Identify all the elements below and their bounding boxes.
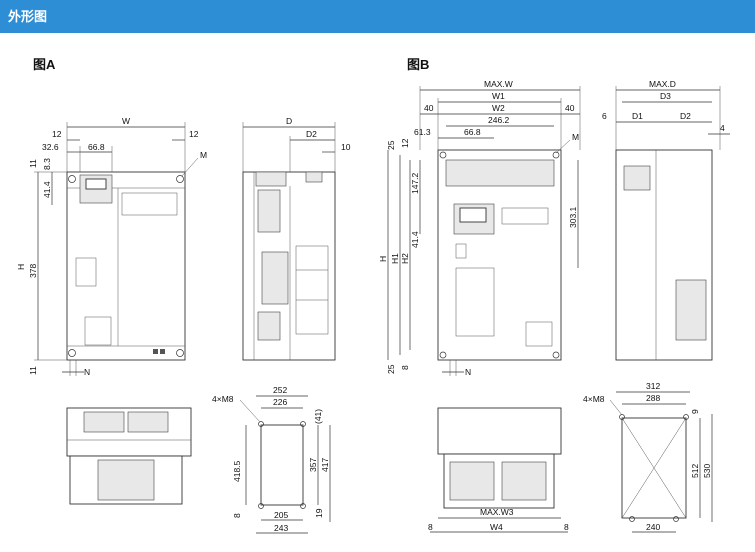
a-dim-h: H (16, 264, 26, 270)
a-mount-205: 205 (274, 510, 288, 520)
figure-a-label: 图A (33, 57, 56, 72)
b-mount-m8: 4×M8 (583, 394, 605, 404)
figure-a-bottom-view (66, 407, 192, 505)
a-mount-226: 226 (273, 397, 287, 407)
figure-b-side-view: MAX.D D3 6 D1 D2 4 (602, 79, 730, 361)
b-dim-8-right: 8 (564, 522, 569, 532)
b-dim-n: N (465, 367, 471, 377)
b-dim-25-bottom: 25 (386, 364, 396, 374)
b-dim-303-1: 303.1 (568, 206, 578, 228)
figure-b-bottom-view: MAX.W3 8 W4 8 (428, 407, 569, 533)
a-dim-66-8: 66.8 (88, 142, 105, 152)
a-mount-418-5: 418.5 (232, 460, 242, 482)
a-dim-m: M (200, 150, 207, 160)
b-dim-d2: D2 (680, 111, 691, 121)
a-side-body (242, 171, 336, 361)
a-mount-m8: 4×M8 (212, 394, 234, 404)
b-dim-m: M (572, 132, 579, 142)
b-dim-40-left: 40 (424, 103, 434, 113)
a-dim-12-right: 12 (189, 129, 199, 139)
a-dim-w: W (122, 116, 130, 126)
a-dim-12-left: 12 (52, 129, 62, 139)
b-dim-147-2: 147.2 (410, 172, 420, 194)
figure-a-mounting: 4×M8 252 226 (41) 418.5 357 417 8 205 24… (212, 385, 331, 534)
b-mount-512: 512 (690, 464, 700, 478)
b-dim-max-d: MAX.D (649, 79, 676, 89)
b-dim-d1: D1 (632, 111, 643, 121)
b-dim-w4: W4 (490, 522, 503, 532)
a-mount-357: 357 (308, 458, 318, 472)
b-mount-530: 530 (702, 464, 712, 478)
b-mount-9: 9 (690, 409, 700, 414)
a-mount-41: (41) (313, 409, 323, 424)
b-dim-8: 8 (400, 365, 410, 370)
b-dim-61-3: 61.3 (414, 127, 431, 137)
b-dim-w1: W1 (492, 91, 505, 101)
b-dim-12: 12 (400, 138, 410, 148)
a-mount-417: 417 (320, 458, 330, 472)
figure-a-side-view: D D2 10 (242, 116, 351, 361)
a-mount-19: 19 (314, 508, 324, 518)
b-dim-66-8: 66.8 (464, 127, 481, 137)
a-dim-41-4: 41.4 (42, 181, 52, 198)
outline-drawing: W 12 12 32.6 66.8 M H 378 11 8.3 41.4 11… (16, 79, 730, 534)
b-dim-h: H (378, 256, 388, 262)
figure-b-label: 图B (407, 57, 430, 72)
b-dim-d3: D3 (660, 91, 671, 101)
b-mount-240: 240 (646, 522, 660, 532)
b-dim-40-right: 40 (565, 103, 575, 113)
a-dim-11-top: 11 (28, 159, 38, 168)
a-dim-32-6: 32.6 (42, 142, 59, 152)
b-dim-25-top: 25 (386, 140, 396, 150)
b-dim-h2: H2 (400, 253, 410, 264)
b-dim-max-w: MAX.W (484, 79, 513, 89)
figure-b-mounting: 4×M8 312 288 9 512 530 240 (583, 381, 713, 533)
a-front-body (66, 171, 186, 361)
b-mount-312: 312 (646, 381, 660, 391)
figure-a-front-view: W 12 12 32.6 66.8 M H 378 11 8.3 41.4 11… (16, 116, 207, 377)
a-dim-378: 378 (28, 264, 38, 278)
a-dim-d: D (286, 116, 292, 126)
a-mount-8: 8 (232, 513, 242, 518)
b-dim-h1: H1 (390, 253, 400, 264)
a-dim-d2: D2 (306, 129, 317, 139)
a-dim-11-bottom: 11 (28, 366, 38, 375)
b-dim-6: 6 (602, 111, 607, 121)
a-mount-252: 252 (273, 385, 287, 395)
section-header: 外形图 (0, 0, 755, 33)
a-dim-8-3: 8.3 (42, 158, 52, 170)
a-mount-243: 243 (274, 523, 288, 533)
b-dim-41-4: 41.4 (410, 231, 420, 248)
a-dim-10: 10 (341, 142, 351, 152)
a-dim-n: N (84, 367, 90, 377)
b-dim-8-left: 8 (428, 522, 433, 532)
b-mount-288: 288 (646, 393, 660, 403)
b-dim-max-w3: MAX.W3 (480, 507, 514, 517)
b-dim-w2: W2 (492, 103, 505, 113)
b-dim-246-2: 246.2 (488, 115, 510, 125)
figure-b-front-view: MAX.W W1 40 W2 40 246.2 61.3 66.8 M 25 1… (378, 79, 581, 377)
b-dim-4: 4 (720, 123, 725, 133)
